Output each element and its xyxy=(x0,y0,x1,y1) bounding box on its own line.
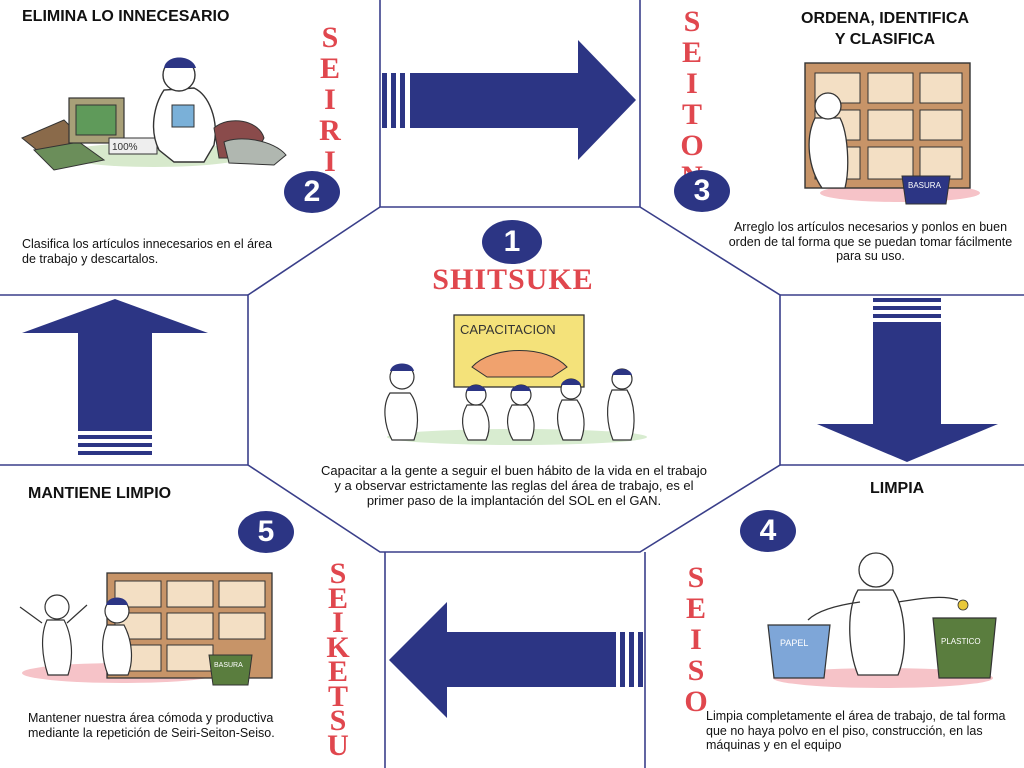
arrow-left-icon xyxy=(389,602,643,718)
seiso-number-badge: 4 xyxy=(740,510,796,552)
seiketsu-illustration: BASURA xyxy=(19,572,273,686)
seiso-bin1-label: PAPEL xyxy=(780,638,808,648)
arrow-up-icon xyxy=(22,299,208,455)
shitsuke-description: Capacitar a la gente a seguir el buen há… xyxy=(321,463,707,508)
shitsuke-title: SHITSUKE xyxy=(432,263,594,296)
seiton-word-text: SEITON xyxy=(680,5,704,192)
shitsuke-illustration: CAPACITACION xyxy=(384,314,647,445)
seiso-illustration: PAPEL PLASTICO xyxy=(767,552,997,688)
seiton-heading-line1: ORDENA, IDENTIFICA xyxy=(801,10,969,27)
seiso-description: Limpia completamente el área de trabajo,… xyxy=(706,709,1006,752)
seiton-description: Arreglo los artículos necesarios y ponlo… xyxy=(728,220,1013,263)
seiketsu-word: SEIKETSU xyxy=(318,557,358,762)
seiton-illustration: BASURA xyxy=(804,62,980,205)
seiso-word-text: SEISO xyxy=(684,561,708,718)
arrow-right-icon xyxy=(382,40,636,160)
seiso-word: SEISO xyxy=(676,562,716,717)
seiton-heading-line2: Y CLASIFICA xyxy=(834,31,936,48)
seiri-number-badge: 2 xyxy=(284,171,340,213)
arrow-down-icon xyxy=(817,298,998,462)
seiketsu-number-badge: 5 xyxy=(238,511,294,553)
seiso-heading: LIMPIA xyxy=(870,480,925,497)
seiri-box-label: 100% xyxy=(112,142,138,153)
seiri-word-text: SEIRI xyxy=(319,21,341,178)
center-octagon xyxy=(247,206,781,553)
seiton-word: SEITON xyxy=(672,6,712,192)
seiso-bin2-label: PLASTICO xyxy=(941,637,981,646)
seiketsu-description: Mantener nuestra área cómoda y productiv… xyxy=(28,711,275,740)
shitsuke-sign-text: CAPACITACION xyxy=(460,322,556,337)
seiri-word: SEIRI xyxy=(310,22,350,177)
seiri-heading: ELIMINA LO INNECESARIO xyxy=(22,8,230,25)
seiri-illustration: 100% xyxy=(21,57,287,171)
seiketsu-heading: MANTIENE LIMPIO xyxy=(28,485,172,502)
shitsuke-number-badge: 1 xyxy=(482,220,542,264)
seiton-number-badge: 3 xyxy=(674,170,730,212)
seiton-heading: ORDENA, IDENTIFICA Y CLASIFICA xyxy=(760,8,1010,50)
seiketsu-word-text: SEIKETSU xyxy=(326,557,350,762)
seiketsu-bin-label: BASURA xyxy=(214,662,243,669)
seiton-bin-label: BASURA xyxy=(908,181,942,190)
seiri-description: Clasifica los artículos innecesarios en … xyxy=(22,237,273,266)
